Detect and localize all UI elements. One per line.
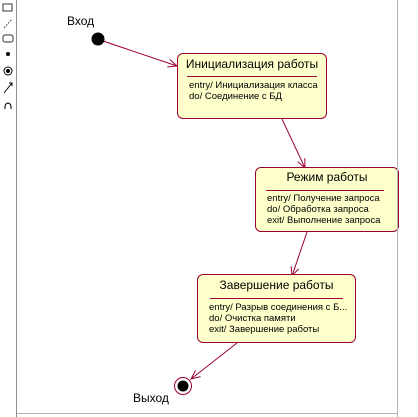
- state-separator: [210, 298, 343, 299]
- state-working[interactable]: Режим работы entry/ Получение запроса do…: [255, 167, 399, 232]
- state-separator: [187, 76, 317, 77]
- state-actions: entry/ Инициализация класса do/ Соединен…: [189, 80, 318, 102]
- transition-start-to-init[interactable]: [102, 40, 177, 66]
- state-action: do/ Соединение с БД: [189, 91, 282, 102]
- state-action: do/ Обработка запроса: [267, 204, 369, 215]
- self-transition-tool-icon[interactable]: [0, 95, 16, 113]
- start-label: Вход: [67, 14, 95, 28]
- transition-work-to-finish[interactable]: [292, 231, 308, 276]
- canvas-border-bottom: [17, 413, 398, 414]
- transition-tool-icon[interactable]: [0, 79, 16, 97]
- state-actions: entry/ Разрыв соединения с Б... do/ Очис…: [209, 302, 347, 335]
- state-title: Инициализация работы: [185, 57, 319, 71]
- state-action: entry/ Разрыв соединения с Б...: [209, 302, 348, 313]
- transition-init-to-work[interactable]: [281, 118, 305, 168]
- state-initialization[interactable]: Инициализация работы entry/ Инициализаци…: [177, 53, 327, 119]
- state-action: entry/ Инициализация класса: [189, 80, 318, 91]
- text-box-tool-icon[interactable]: [0, 0, 16, 18]
- end-label: Выход: [133, 391, 169, 405]
- state-title: Режим работы: [286, 170, 368, 184]
- start-state-tool-icon[interactable]: [0, 45, 16, 63]
- state-separator: [266, 190, 384, 191]
- state-action: exit/ Выполнение запроса: [267, 215, 381, 226]
- state-tool-icon[interactable]: [0, 30, 16, 48]
- canvas-border-right: [397, 0, 398, 417]
- diagram-toolbox: [0, 0, 17, 417]
- state-finishing[interactable]: Завершение работы entry/ Разрыв соединен…: [197, 274, 356, 343]
- state-actions: entry/ Получение запроса do/ Обработка з…: [267, 193, 380, 226]
- state-action: do/ Очистка памяти: [209, 313, 296, 324]
- state-action: entry/ Получение запроса: [267, 193, 380, 204]
- end-state-tool-icon[interactable]: [0, 62, 16, 80]
- transition-finish-to-end[interactable]: [191, 342, 238, 379]
- state-title: Завершение работы: [219, 278, 334, 292]
- state-action: exit/ Завершение работы: [209, 324, 320, 335]
- initial-state[interactable]: [91, 32, 105, 46]
- final-state[interactable]: [174, 377, 192, 395]
- anchor-line-tool-icon[interactable]: [0, 15, 16, 33]
